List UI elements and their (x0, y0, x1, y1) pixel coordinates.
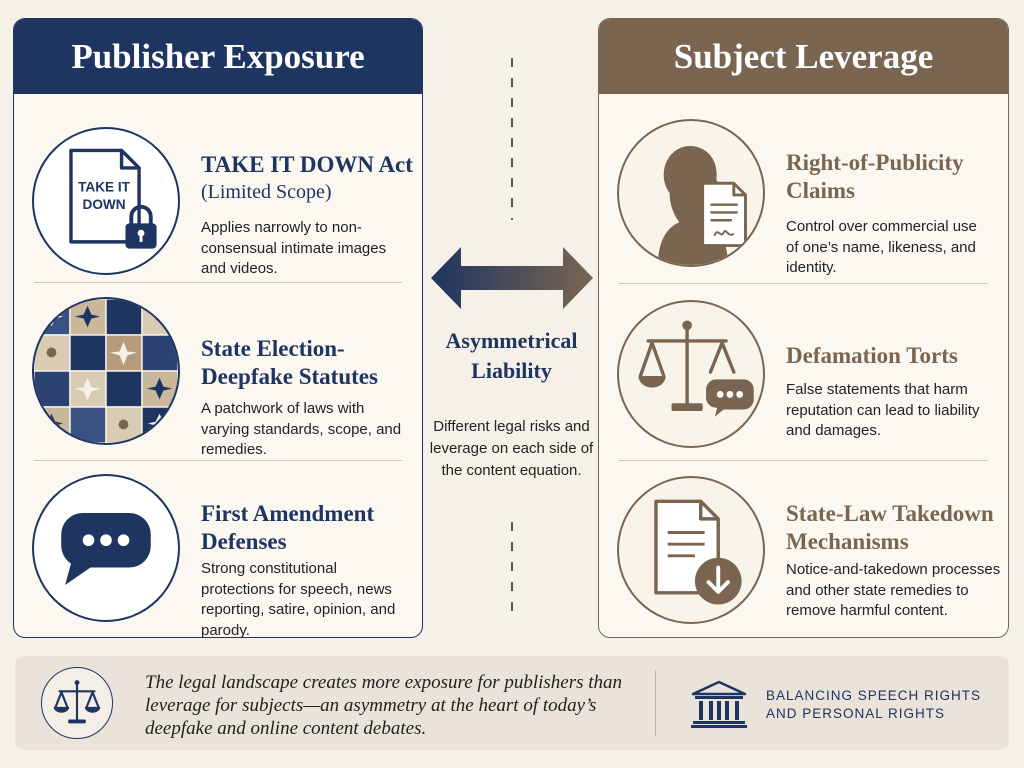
footer-divider (655, 670, 656, 736)
center-section: Asymmetrical Liability Different legal r… (425, 0, 598, 640)
right-of-publicity-title: Right-of-Publicity Claims (786, 150, 964, 203)
dashed-line-bottom (511, 522, 513, 622)
scales-speech-icon (617, 300, 765, 448)
subject-leverage-panel: Subject Leverage Right-of-Publicity Clai… (598, 18, 1009, 638)
subject-leverage-header: Subject Leverage (599, 19, 1008, 94)
double-arrow-icon (431, 247, 593, 309)
take-it-down-icon-text-2: DOWN (83, 197, 126, 212)
panel-divider (619, 283, 988, 284)
document-lock-icon: TAKE IT DOWN (32, 127, 180, 275)
defamation-title: Defamation Torts (786, 343, 958, 368)
take-it-down-description: Applies narrowly to non-consensual intim… (201, 219, 387, 278)
footer-tagline-line1: BALANCING SPEECH RIGHTS (766, 688, 982, 703)
footer-banner: The legal landscape creates more exposur… (15, 656, 1009, 750)
take-it-down-title: TAKE IT DOWN Act (201, 152, 413, 177)
patchwork-quilt-icon (32, 297, 180, 445)
scales-of-justice-icon (41, 667, 113, 739)
takedown-description: Notice-and-takedown processes and other … (786, 561, 1001, 620)
take-it-down-subtitle: (Limited Scope) (201, 181, 332, 203)
panel-divider (619, 460, 988, 461)
speech-bubble-icon (32, 474, 180, 622)
panel-divider (34, 282, 402, 283)
dashed-line-top (511, 58, 513, 220)
courthouse-icon (691, 680, 747, 728)
footer-quote: The legal landscape creates more exposur… (145, 672, 623, 739)
first-amendment-title: First Amendment Defenses (201, 501, 375, 554)
publisher-exposure-panel: Publisher Exposure TAKE IT DOWN TAKE IT … (13, 18, 423, 638)
first-amendment-description: Strong constitutional protections for sp… (201, 560, 396, 638)
asymmetrical-liability-title: Asymmetrical Liability (445, 328, 578, 383)
right-of-publicity-description: Control over commercial use of one’s nam… (786, 218, 977, 277)
footer-tagline: BALANCING SPEECH RIGHTS AND PERSONAL RIG… (766, 687, 981, 723)
takedown-title: State-Law Takedown Mechanisms (786, 501, 994, 554)
state-election-title: State Election-Deepfake Statutes (201, 336, 378, 389)
person-silhouette-document-icon (617, 119, 765, 267)
take-it-down-icon-text-1: TAKE IT (78, 179, 131, 194)
publisher-exposure-header: Publisher Exposure (14, 19, 422, 94)
asymmetrical-liability-description: Different legal risks and leverage on ea… (429, 418, 594, 479)
defamation-description: False statements that harm reputation ca… (786, 381, 980, 440)
document-download-icon (617, 476, 765, 624)
footer-tagline-line2: AND PERSONAL RIGHTS (766, 706, 946, 722)
state-election-description: A patchwork of laws with varying standar… (201, 400, 402, 459)
panel-divider (34, 460, 402, 461)
